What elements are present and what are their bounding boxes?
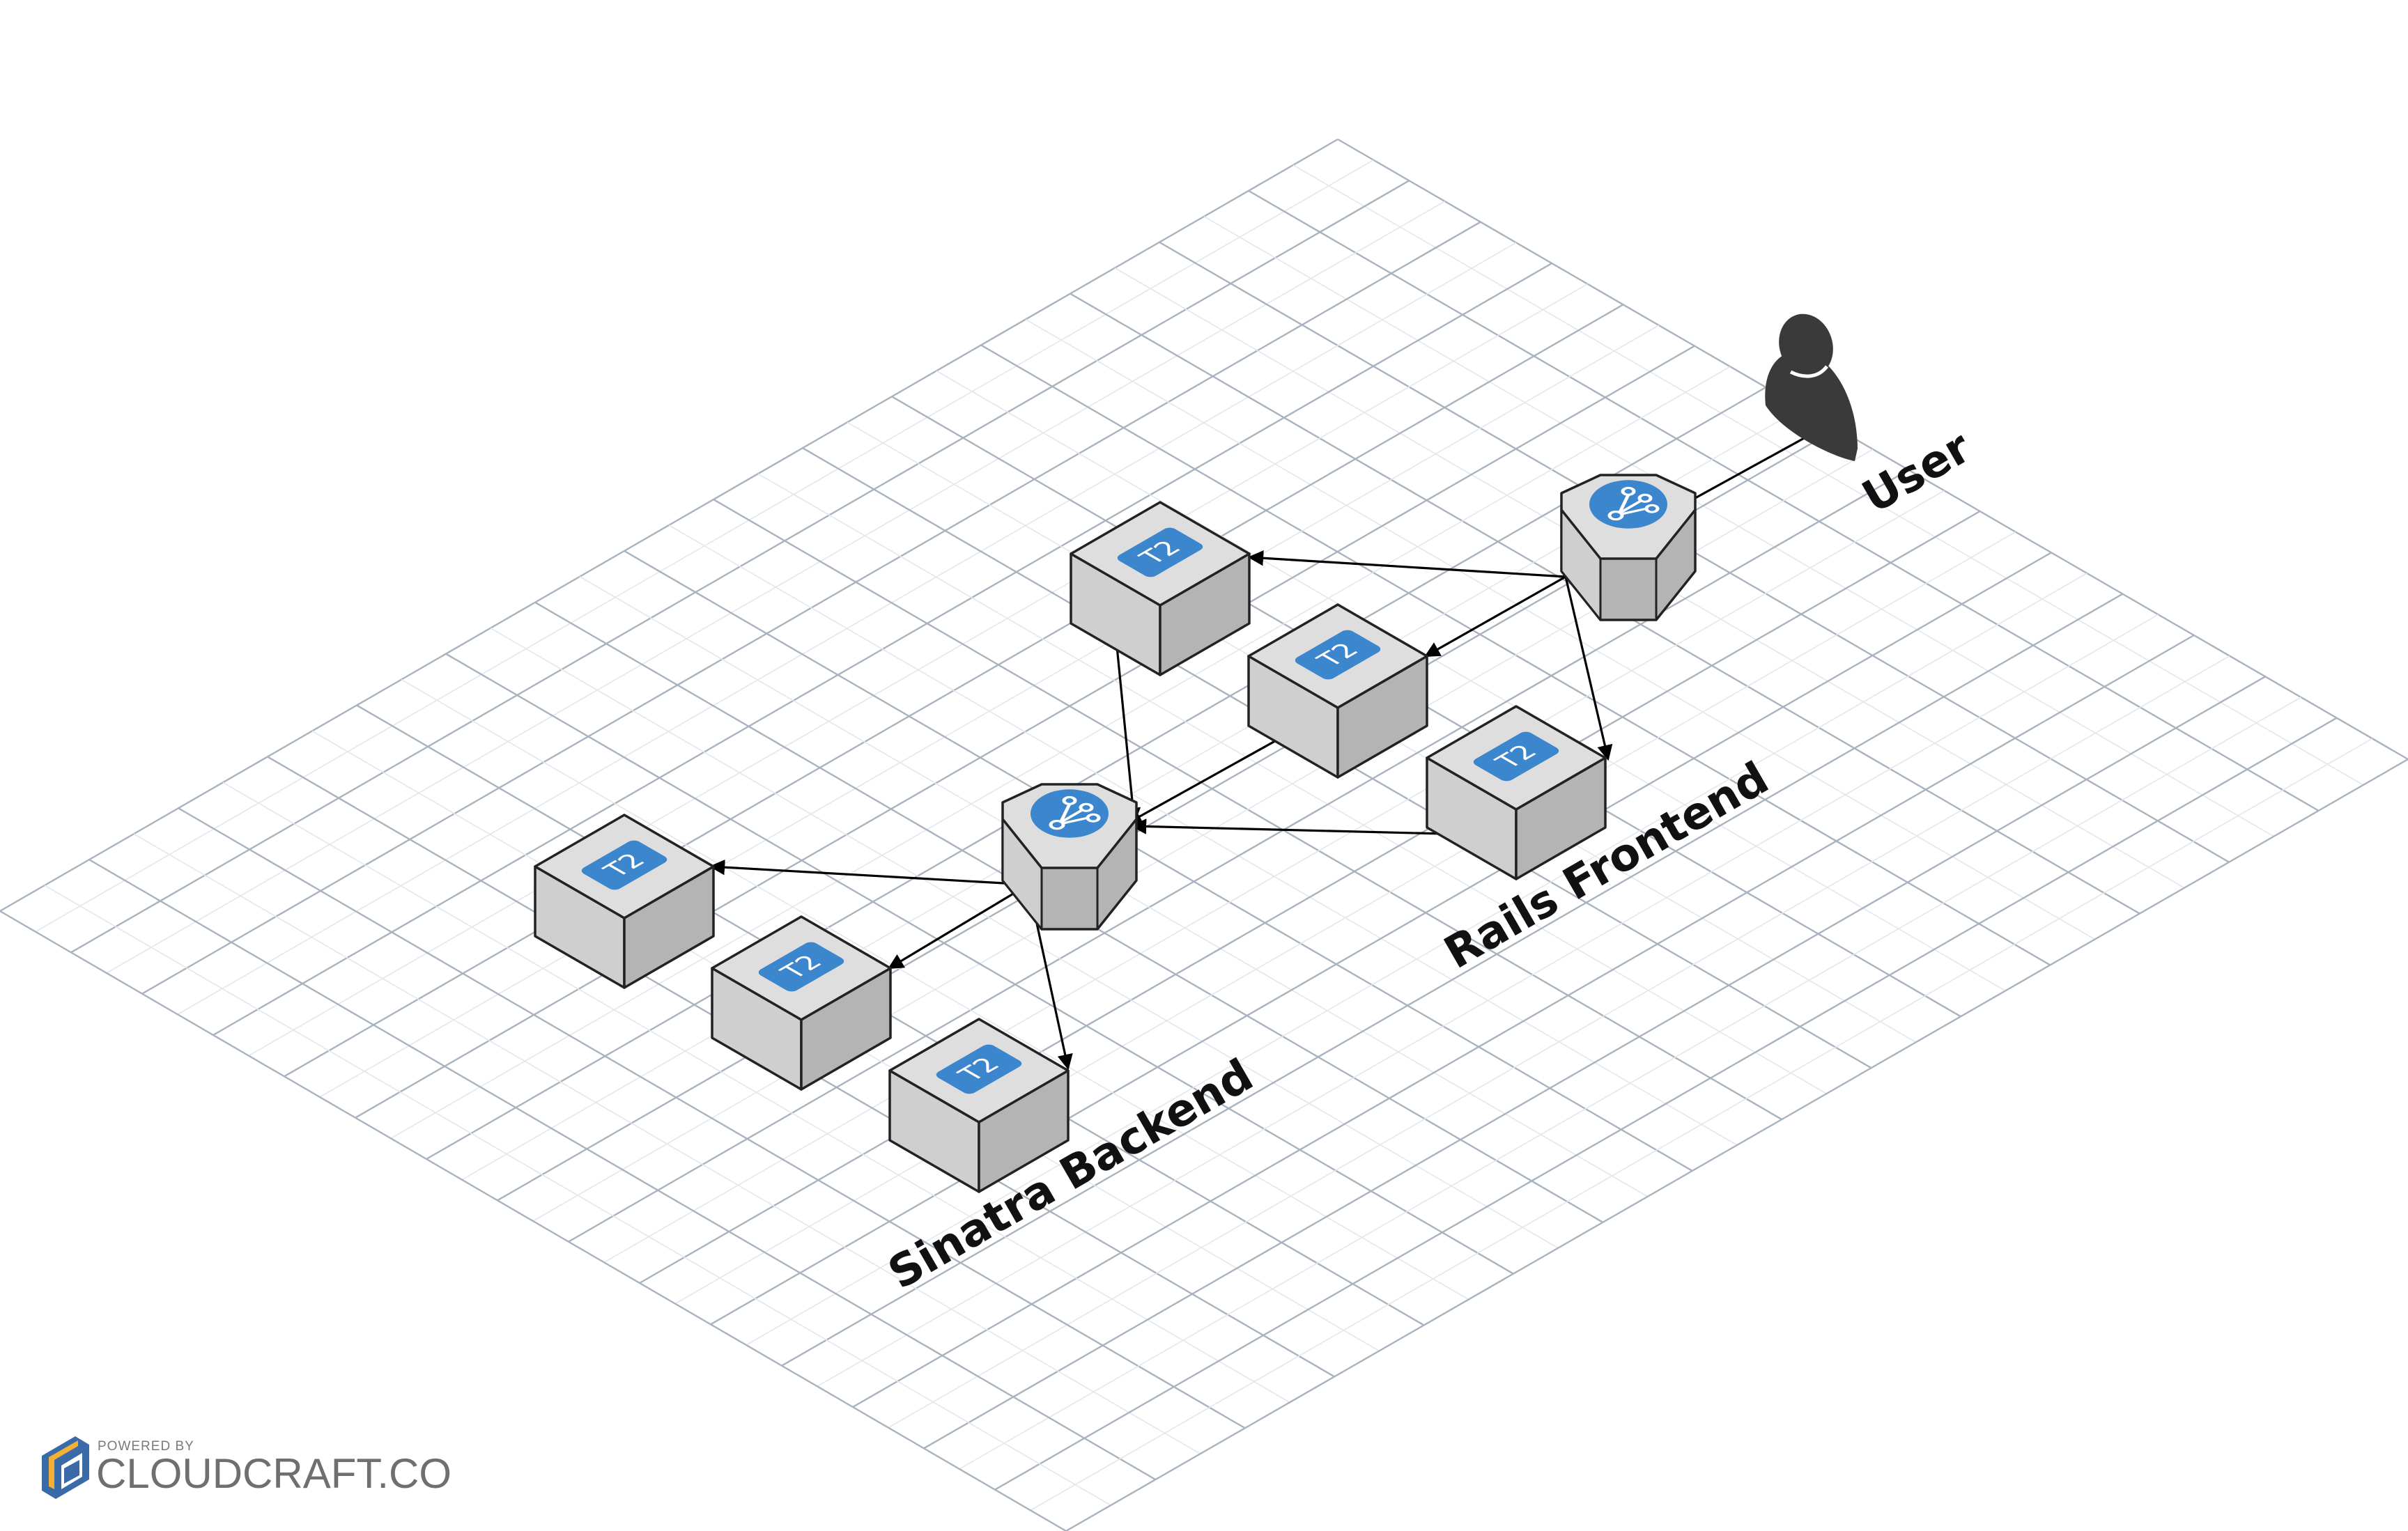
connection-arrow [1113,625,1141,824]
connection-arrow [1247,550,1566,578]
backend-instance-1[interactable]: T2 [534,814,715,989]
grid-line [1065,758,2408,1531]
load-balancer-icon [1031,789,1109,838]
backend-instance-3[interactable]: T2 [888,1018,1070,1193]
frontend-instance-2[interactable]: T2 [1247,603,1428,779]
powered-by-text: POWERED BY [98,1439,194,1454]
frontend-instance-3[interactable]: T2 [1426,705,1607,880]
grid-line [133,833,1201,1454]
connection-arrow [1126,730,1293,825]
connection-arrow [1564,576,1613,761]
connection-arrow [1424,575,1566,658]
t2-badge: T2 [758,942,844,992]
grid-line [888,655,2230,1429]
load-balancer-backend[interactable] [1001,783,1138,931]
isometric-grid [0,138,2408,1531]
cloudcraft-cube-icon [42,1436,89,1499]
cloudcraft-logo: POWERED BY CLOUDCRAFT.CO [42,1436,452,1499]
grid-line [401,678,1469,1300]
load-balancer-icon [1589,480,1667,529]
grid-line [923,676,2266,1450]
grid-line [88,859,1157,1481]
connection-arrow [888,883,1029,970]
grid-line [994,717,2338,1491]
user-icon[interactable] [1765,307,1858,461]
grid-line [178,807,1246,1429]
grid-line [959,697,2301,1470]
frontend-instance-1[interactable]: T2 [1070,501,1251,676]
grid-line [1030,738,2373,1511]
label-user: User [1854,421,1979,524]
grid-line [603,490,1945,1264]
connection-arrow [709,859,1029,886]
load-balancer-frontend[interactable] [1560,474,1697,621]
backend-instance-2[interactable]: T2 [711,915,892,1091]
grid-line [44,885,1111,1506]
connection-arrow [1130,818,1472,836]
grid-line [0,910,1067,1531]
cloudcraft-name: CLOUDCRAFT.CO [96,1450,452,1497]
